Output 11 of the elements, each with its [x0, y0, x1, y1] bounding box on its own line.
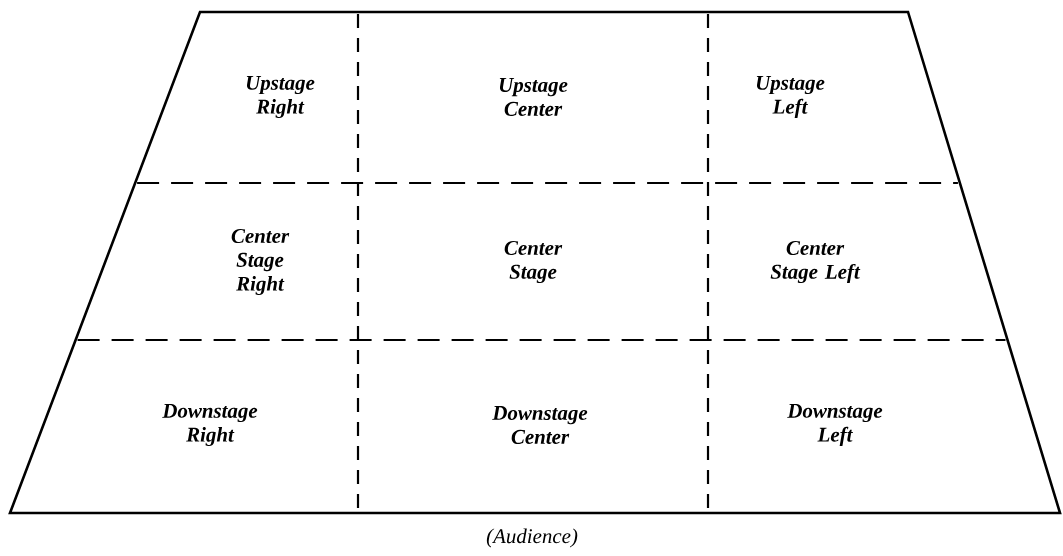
stage-area-label: Upstage Right	[246, 75, 315, 118]
stage-area-label: Upstage Center	[499, 78, 568, 116]
stage-area-label: Downstage Left	[787, 403, 883, 447]
stage-area-label: Center Stage Right	[231, 228, 290, 296]
stage-area-label: Upstage Left	[756, 75, 825, 118]
stage-area-label: Center Stage	[504, 240, 563, 284]
stage-area-label: Center Stage Left	[770, 240, 861, 284]
stage-area-label: Downstage Right	[162, 403, 258, 447]
stage-outline	[8, 10, 1062, 515]
caption: (Audience)	[486, 528, 578, 548]
stage-area-label: Downstage Center	[492, 406, 588, 444]
